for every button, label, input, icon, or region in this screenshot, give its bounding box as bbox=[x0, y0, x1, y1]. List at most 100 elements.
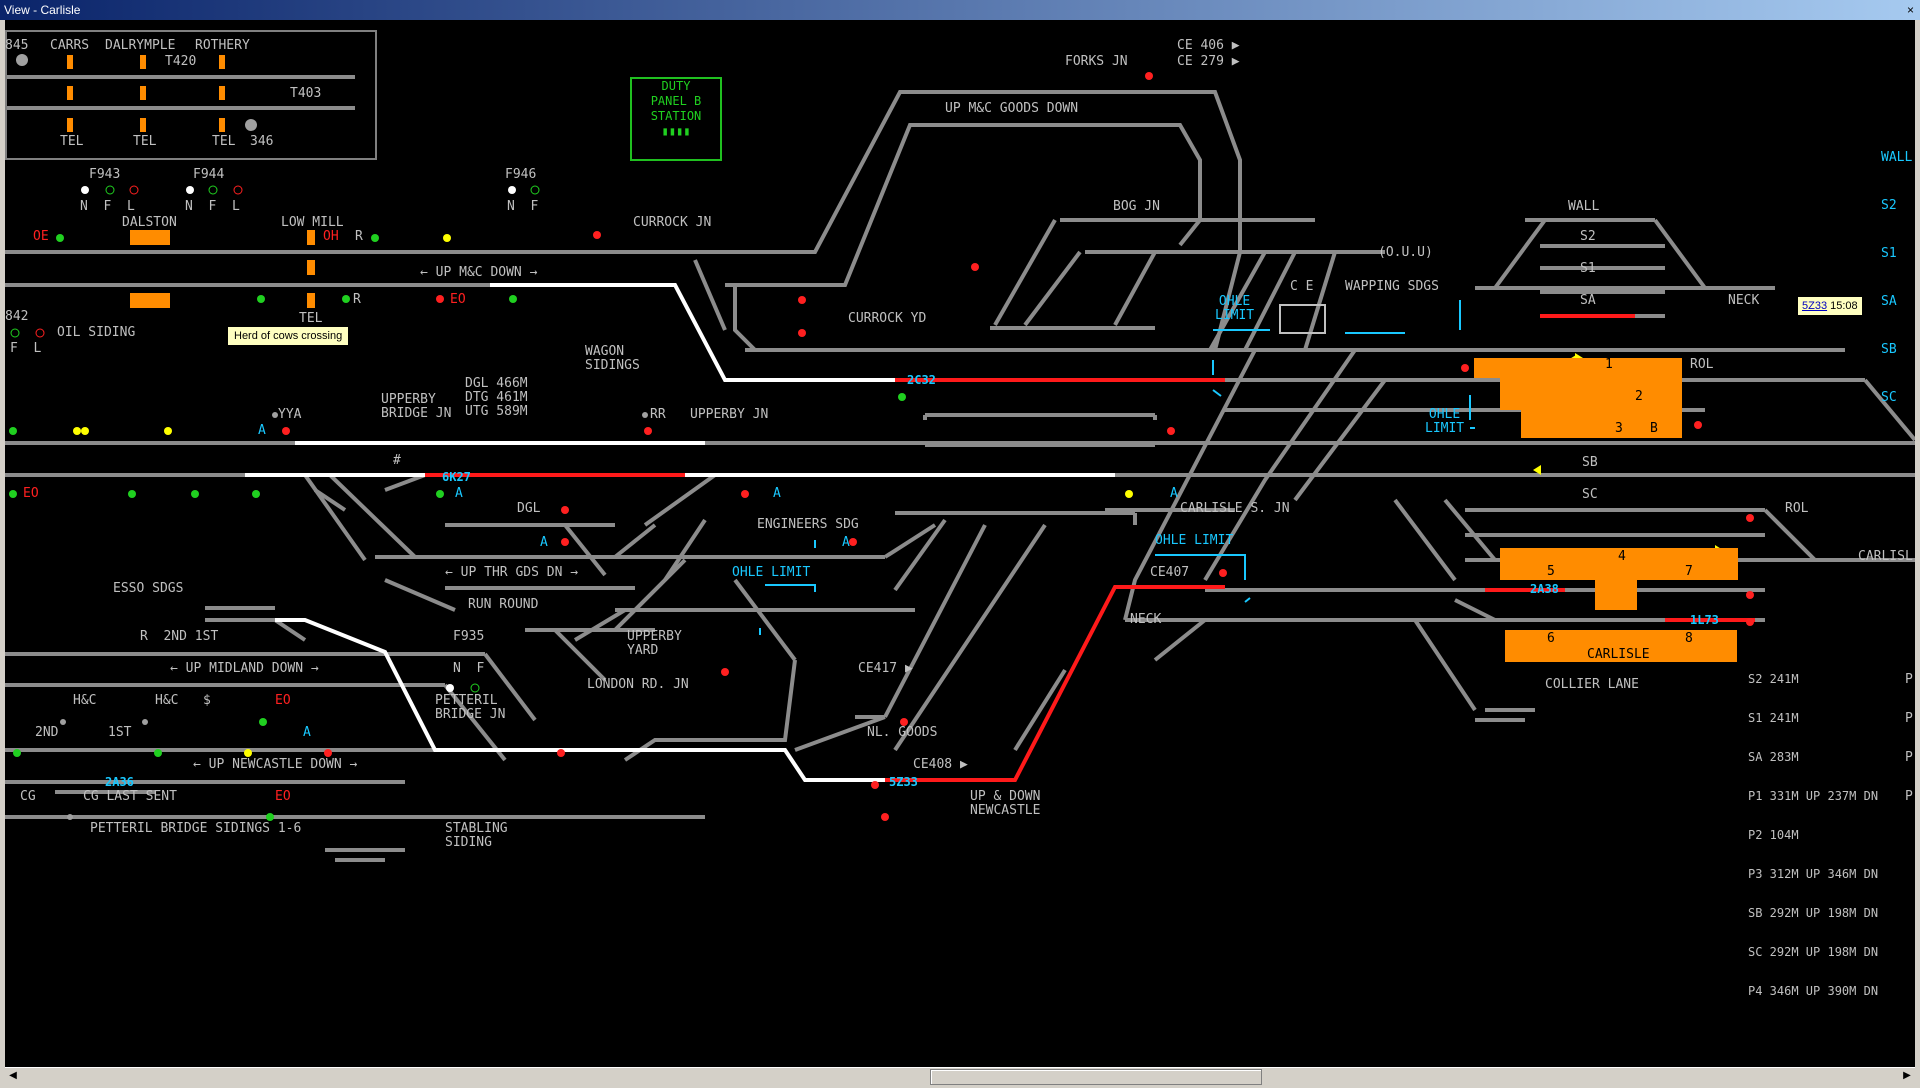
platform-length-p1: P1 331M UP 237M DN bbox=[1748, 789, 1879, 803]
crossing-carrs-2[interactable] bbox=[67, 86, 73, 100]
duty-line-1: DUTY bbox=[661, 79, 691, 93]
label-tel-3: TEL bbox=[212, 134, 236, 149]
label-neck-2: NECK bbox=[1130, 612, 1162, 627]
scroll-left-icon[interactable]: ◀ bbox=[9, 1070, 17, 1081]
crossing-low-mill-2[interactable] bbox=[307, 260, 315, 275]
label-a-7: A bbox=[303, 725, 311, 740]
crossing-dalrymple[interactable] bbox=[140, 55, 146, 69]
crossing-dalston[interactable] bbox=[130, 230, 170, 245]
platform-1[interactable] bbox=[1474, 358, 1682, 378]
label-nf-2: N F bbox=[453, 661, 485, 676]
label-up-newcastle-down: ← UP NEWCASTLE DOWN → bbox=[193, 757, 358, 772]
label-wagon-sidings: WAGON SIDINGS bbox=[585, 344, 640, 373]
horizontal-scrollbar[interactable]: ◀ ▶ bbox=[5, 1067, 1915, 1085]
platform-5-6-link[interactable] bbox=[1595, 580, 1637, 610]
duty-line-2: PANEL B bbox=[650, 94, 702, 108]
signalling-panel[interactable]: 845 CARRS DALRYMPLE ROTHERY T420 T403 TE… bbox=[5, 20, 1915, 1067]
crossing-rothery[interactable] bbox=[219, 55, 225, 69]
label-carlisl: CARLISL bbox=[1858, 549, 1913, 564]
label-a-1: A bbox=[258, 423, 266, 438]
train-5z33[interactable]: 5Z33 bbox=[889, 775, 918, 789]
label-carlisle-s-jn: CARLISLE S. JN bbox=[1180, 501, 1290, 516]
platform-6-label: 6 bbox=[1547, 631, 1555, 646]
label-b: B bbox=[1650, 421, 1658, 436]
label-1st: 1ST bbox=[108, 725, 132, 740]
level-crossing-panel bbox=[5, 30, 377, 160]
platform-length-p2: P2 104M bbox=[1748, 828, 1799, 842]
label-upperby-jn: UPPERBY JN bbox=[690, 407, 769, 422]
label-a-4: A bbox=[1170, 486, 1178, 501]
platform-lengths-list: S2 241M S1 241M SA 283M P1 331M UP 237M … bbox=[1748, 647, 1878, 1024]
platform-4-top[interactable] bbox=[1500, 548, 1738, 580]
platform-3[interactable] bbox=[1521, 410, 1682, 438]
label-rothery: ROTHERY bbox=[195, 38, 250, 53]
label-r-2nd-1st: R 2ND 1ST bbox=[140, 629, 219, 644]
train-time: 15:08 bbox=[1830, 300, 1858, 312]
crossing-dalrymple-2[interactable] bbox=[140, 86, 146, 100]
crossing-tel-1[interactable] bbox=[67, 118, 73, 132]
label-eo-2: EO bbox=[23, 486, 39, 501]
label-currock-yd: CURROCK YD bbox=[848, 311, 927, 326]
platform-length-p4: P4 346M UP 390M DN bbox=[1748, 984, 1879, 998]
label-tel-1: TEL bbox=[60, 134, 84, 149]
crossing-low-mill-3[interactable] bbox=[307, 293, 315, 308]
platform-2[interactable] bbox=[1500, 378, 1682, 410]
tooltip-train-5z33[interactable]: 5Z33 15:08 bbox=[1797, 296, 1863, 316]
label-nf-1: N F bbox=[507, 199, 539, 214]
train-2a36[interactable]: 2A36 bbox=[105, 775, 134, 789]
train-link[interactable]: 5Z33 bbox=[1802, 300, 1828, 312]
label-a-2: A bbox=[455, 486, 463, 501]
crossing-tel-3[interactable] bbox=[219, 118, 225, 132]
train-1l73[interactable]: 1L73 bbox=[1690, 613, 1719, 627]
label-bog-jn: BOG JN bbox=[1113, 199, 1160, 214]
label-a-5: A bbox=[540, 535, 548, 550]
label-oou: (O.U.U) bbox=[1378, 245, 1433, 260]
label-carrs: CARRS bbox=[50, 38, 90, 53]
crossing-tel-2[interactable] bbox=[140, 118, 146, 132]
label-ohle-limit-1: OHLE LIMIT bbox=[1215, 294, 1255, 323]
label-upperby-yard: UPPERBY YARD bbox=[627, 629, 682, 658]
label-eo-3: EO bbox=[275, 693, 291, 708]
label-ce407: CE407 bbox=[1150, 565, 1190, 580]
label-engineers-sdg: ENGINEERS SDG bbox=[757, 517, 859, 532]
crossing-carrs[interactable] bbox=[67, 55, 73, 69]
label-up-mc-down: ← UP M&C DOWN → bbox=[420, 265, 538, 280]
platform-3-label: 3 bbox=[1615, 421, 1623, 436]
window-titlebar[interactable]: View - Carlisle × bbox=[0, 0, 1920, 20]
label-sa: SA bbox=[1580, 293, 1596, 308]
scroll-right-icon[interactable]: ▶ bbox=[1903, 1070, 1911, 1081]
close-icon[interactable]: × bbox=[1906, 3, 1914, 17]
crossing-dalston-2[interactable] bbox=[130, 293, 170, 308]
platform-4-label: 4 bbox=[1618, 549, 1626, 564]
right-cut-1: P bbox=[1905, 672, 1913, 687]
label-dollar: $ bbox=[203, 693, 211, 708]
label-up-thr-gds-dn: ← UP THR GDS DN → bbox=[445, 565, 579, 580]
label-ce: C E bbox=[1290, 279, 1314, 294]
label-eo-1: EO bbox=[450, 292, 466, 307]
train-2c32[interactable]: 2C32 bbox=[907, 373, 936, 387]
label-upperby-bridge-jn: UPPERBY BRIDGE JN bbox=[381, 392, 452, 421]
duty-panel-b[interactable]: DUTY PANEL B STATION ▮▮▮▮ bbox=[630, 77, 722, 161]
label-rol-1: ROL bbox=[1690, 357, 1714, 372]
crossing-rothery-2[interactable] bbox=[219, 86, 225, 100]
train-2a38[interactable]: 2A38 bbox=[1530, 582, 1559, 596]
label-842: 842 bbox=[5, 309, 29, 324]
label-t420: T420 bbox=[165, 54, 197, 69]
label-f944: F944 bbox=[193, 167, 225, 182]
platform-6-8[interactable] bbox=[1505, 630, 1737, 662]
train-6k27[interactable]: 6K27 bbox=[442, 470, 471, 484]
label-f946: F946 bbox=[505, 167, 537, 182]
crossing-low-mill[interactable] bbox=[307, 230, 315, 245]
label-collier-lane: COLLIER LANE bbox=[1545, 677, 1639, 692]
label-currock-jn: CURROCK JN bbox=[633, 215, 712, 230]
platform-length-p3: P3 312M UP 346M DN bbox=[1748, 867, 1879, 881]
label-wall: WALL bbox=[1568, 199, 1600, 214]
label-dgl: DGL bbox=[517, 501, 541, 516]
right-cut-list: P P P P bbox=[1905, 647, 1915, 829]
label-t403: T403 bbox=[290, 86, 322, 101]
platform-1-label: 1 bbox=[1605, 357, 1613, 372]
label-rr: RR bbox=[650, 407, 666, 422]
label-up-mc-goods-down: UP M&C GOODS DOWN bbox=[945, 101, 1079, 116]
scroll-thumb[interactable] bbox=[930, 1069, 1262, 1085]
label-ohle-limit-3: OHLE LIMIT bbox=[732, 565, 811, 580]
